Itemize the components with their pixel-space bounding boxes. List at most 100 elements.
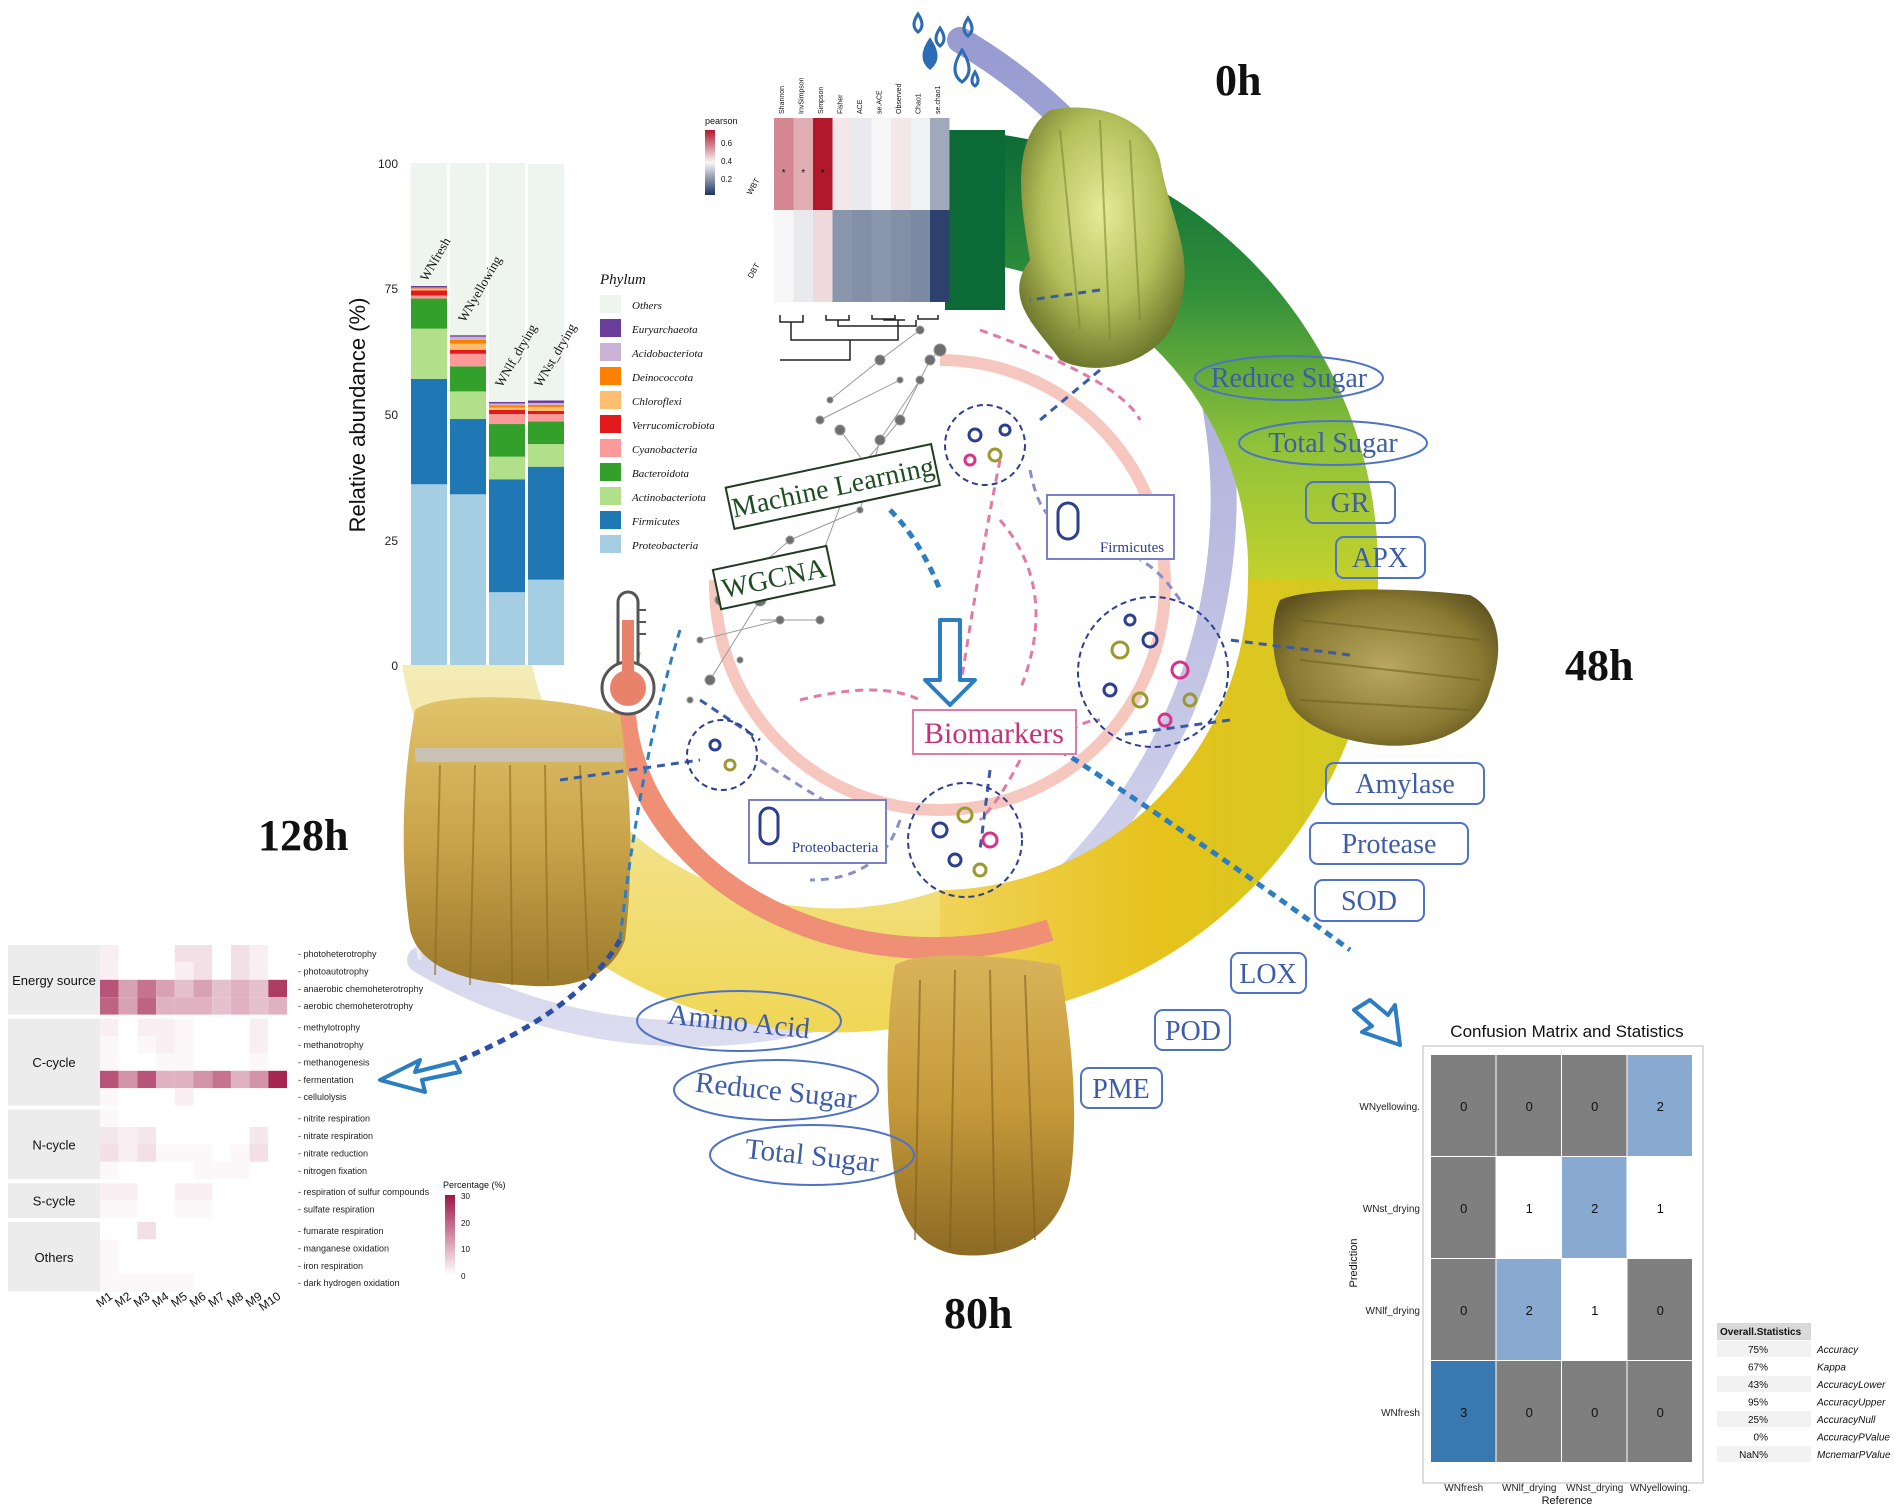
legend-label-bacteroidota: Bacteroidota bbox=[632, 468, 690, 480]
function-row-iron-respiration: - iron respiration bbox=[298, 1261, 363, 1271]
bar-wnst-drying-deinococcota bbox=[528, 404, 564, 407]
function-cell-nitrate-reduction-m1 bbox=[100, 1144, 119, 1162]
function-cell-nitrite-respiration-m1 bbox=[100, 1109, 119, 1127]
function-cell-nitrogen-fixation-m5 bbox=[174, 1161, 194, 1180]
function-cell-iron-respiration-m7 bbox=[212, 1256, 231, 1275]
bar-wnst-drying-others bbox=[528, 164, 564, 401]
pearson-mark-wbt-shannon: * bbox=[782, 168, 786, 179]
bar-wnfresh-proteobacteria bbox=[411, 484, 447, 665]
function-cell-methylotrophy-m8 bbox=[230, 1018, 250, 1036]
bar-wnfresh-euryarchaeota bbox=[411, 285, 447, 288]
legend-swatch-firmicutes bbox=[600, 511, 621, 529]
inner-pink-arc bbox=[708, 354, 1171, 816]
pearson-mark-wbt-simpson: * bbox=[821, 168, 825, 179]
pearson-cell-wbt-invsimpson bbox=[793, 118, 813, 210]
confusion-cell-wnlf-drying-wnfresh bbox=[1431, 1259, 1496, 1360]
function-cell-photoheterotrophy-m5 bbox=[174, 945, 194, 963]
confusion-ref-wnlf-drying: WNlf_drying bbox=[1502, 1483, 1556, 1494]
abundance-bars bbox=[411, 163, 564, 665]
proteobacteria-box: Proteobacteria bbox=[748, 799, 887, 864]
function-cell-nitrate-respiration-m9 bbox=[249, 1127, 269, 1145]
function-cell-manganese-oxidation-m2 bbox=[118, 1239, 138, 1257]
function-cell-nitrite-respiration-m2 bbox=[118, 1109, 138, 1127]
green-segment-tags bbox=[1194, 355, 1485, 922]
function-row-fumarate-respiration: - fumarate respiration bbox=[298, 1226, 384, 1236]
function-cell-fumarate-respiration-m6 bbox=[193, 1222, 213, 1240]
pearson-scale-bar bbox=[705, 130, 715, 195]
confusion-value-wnst-drying-wnyellowing: 1 bbox=[1657, 1201, 1664, 1216]
pct-tick-30: 30 bbox=[461, 1192, 470, 1201]
function-cell-dark-hydrogen-oxidation-m8 bbox=[230, 1274, 250, 1292]
function-cell-nitrate-respiration-m7 bbox=[212, 1127, 231, 1145]
function-cell-photoautotrophy-m3 bbox=[137, 962, 157, 980]
function-cell-nitrogen-fixation-m3 bbox=[137, 1161, 157, 1180]
function-cell-dark-hydrogen-oxidation-m10 bbox=[268, 1274, 287, 1292]
pearson-cell-wbt-chao1 bbox=[910, 118, 930, 210]
function-cell-nitrogen-fixation-m6 bbox=[193, 1161, 213, 1180]
bar-wnyellowing-acidobacteriota bbox=[450, 336, 486, 340]
function-cell-iron-respiration-m2 bbox=[118, 1256, 138, 1275]
function-cell-dark-hydrogen-oxidation-m1 bbox=[100, 1274, 119, 1292]
confusion-ref-wnst-drying: WNst_drying bbox=[1566, 1483, 1623, 1494]
confusion-pred-wnyellowing: WNyellowing. bbox=[1359, 1102, 1420, 1113]
function-cell-nitrite-respiration-m6 bbox=[193, 1109, 213, 1127]
function-cell-respiration-of-sulfur-compounds-m10 bbox=[268, 1183, 287, 1201]
stats-value-accuracypvalue: 0% bbox=[1754, 1433, 1769, 1444]
abundance-yticks: 0 25 50 75 100 bbox=[378, 157, 398, 673]
bar-wnlf-drying-bacteroidota bbox=[489, 424, 525, 457]
stats-row-bg-kappa bbox=[1717, 1358, 1811, 1375]
function-cell-methylotrophy-m9 bbox=[249, 1018, 269, 1036]
function-cell-methanogenesis-m10 bbox=[268, 1053, 287, 1071]
bar-wnyellowing-bacteroidota bbox=[450, 366, 486, 392]
function-row-cellulolysis: - cellulolysis bbox=[298, 1092, 347, 1102]
abundance-ylabel: Relative abundance (%) bbox=[345, 298, 370, 533]
amber-segment-tags bbox=[636, 990, 915, 1186]
function-cell-nitrogen-fixation-m7 bbox=[212, 1161, 231, 1180]
ytick-50: 50 bbox=[385, 408, 399, 422]
confusion-value-wnfresh-wnlf-drying: 0 bbox=[1526, 1405, 1533, 1420]
legend-label-proteobacteria: Proteobacteria bbox=[631, 540, 699, 552]
function-cell-sulfate-respiration-m2 bbox=[118, 1200, 138, 1218]
function-cell-fumarate-respiration-m1 bbox=[100, 1222, 119, 1240]
function-cell-manganese-oxidation-m7 bbox=[212, 1239, 231, 1257]
pearson-cell-wbt-ace bbox=[852, 118, 872, 210]
pearson-col-chao1: Chao1 bbox=[915, 93, 922, 114]
stats-header: Overall.Statistics bbox=[1720, 1327, 1802, 1338]
function-cell-nitrogen-fixation-m10 bbox=[268, 1161, 287, 1180]
confusion-value-wnst-drying-wnst-drying: 2 bbox=[1591, 1201, 1598, 1216]
thermometer-icon bbox=[600, 590, 656, 716]
function-cell-sulfate-respiration-m6 bbox=[193, 1200, 213, 1218]
function-cell-anaerobic-chemoheterotrophy-m9 bbox=[249, 979, 269, 998]
bar-wnyellowing-deinococcota bbox=[450, 339, 486, 344]
pearson-cell-dbt-chao1 bbox=[910, 210, 930, 302]
pearson-cell-wbt-shannon bbox=[774, 118, 794, 210]
stats-row-bg-mcnemarpvalue bbox=[1717, 1446, 1811, 1462]
legend-swatch-verrucomicrobiota bbox=[600, 415, 621, 433]
function-cell-fermentation-m2 bbox=[118, 1070, 138, 1089]
bar-wnyellowing-proteobacteria bbox=[450, 494, 486, 665]
function-cell-fermentation-m10 bbox=[268, 1070, 287, 1089]
function-category-bg-energy-source bbox=[8, 945, 100, 1015]
function-cell-dark-hydrogen-oxidation-m3 bbox=[137, 1274, 157, 1292]
function-cell-methanotrophy-m6 bbox=[193, 1036, 213, 1054]
ytick-75: 75 bbox=[385, 282, 399, 296]
legend-label-euryarchaeota: Euryarchaeota bbox=[631, 324, 698, 336]
function-cell-methylotrophy-m6 bbox=[193, 1018, 213, 1036]
function-cell-nitrogen-fixation-m4 bbox=[156, 1161, 175, 1180]
function-category-others: Others bbox=[34, 1250, 74, 1265]
function-cell-iron-respiration-m9 bbox=[249, 1256, 269, 1275]
pearson-col-simpson: Simpson bbox=[818, 87, 825, 114]
confusion-value-wnfresh-wnst-drying: 0 bbox=[1591, 1405, 1598, 1420]
legend-swatch-others bbox=[600, 295, 621, 313]
legend-swatch-cyanobacteria bbox=[600, 439, 621, 457]
function-cell-photoautotrophy-m10 bbox=[268, 962, 287, 980]
function-cell-nitrate-respiration-m2 bbox=[118, 1127, 138, 1145]
pearson-col-observed: Observed bbox=[896, 84, 903, 114]
abundance-chart: Relative abundance (%) 0 25 50 75 100 WN… bbox=[345, 157, 715, 673]
bar-wnyellowing-chloroflexi bbox=[450, 343, 486, 350]
function-cell-respiration-of-sulfur-compounds-m1 bbox=[100, 1183, 119, 1201]
function-cell-photoautotrophy-m7 bbox=[212, 962, 231, 980]
arrow-to-function-heatmap bbox=[378, 1058, 462, 1094]
function-cell-methanogenesis-m2 bbox=[118, 1053, 138, 1071]
